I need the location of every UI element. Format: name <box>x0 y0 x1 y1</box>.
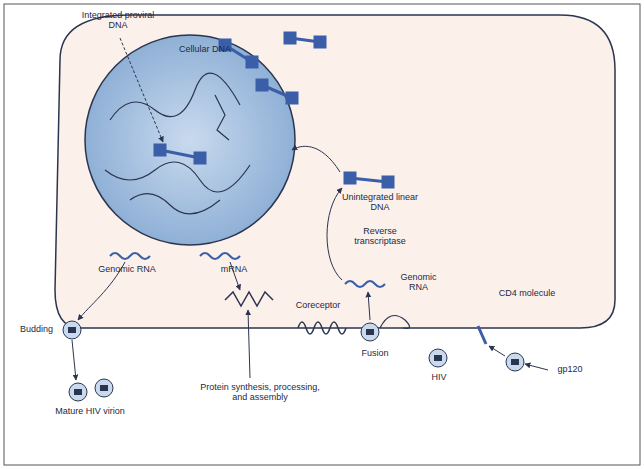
part-label: Integrated proviral DNA <box>78 10 158 31</box>
process-arrows <box>72 38 548 380</box>
part-label: gp120 <box>550 364 590 374</box>
protein-chain <box>225 292 273 306</box>
part-label: CD4 molecule <box>492 288 562 298</box>
part-label: Coreceptor <box>288 300 348 310</box>
part-label: Unintegrated linear DNA <box>340 192 420 213</box>
part-label: Cellular DNA <box>170 44 240 54</box>
part-label: Budding <box>14 324 59 334</box>
fusion-loop <box>380 316 410 329</box>
coreceptor-symbol <box>298 322 346 334</box>
part-label: Mature HIV virion <box>40 406 140 416</box>
frame <box>4 4 640 465</box>
cell-membrane <box>55 15 615 328</box>
part-label: Protein synthesis, processing, and assem… <box>200 382 320 403</box>
chromatin <box>105 73 250 214</box>
part-label: Reverse transcriptase <box>340 226 420 247</box>
part-label: mRNA <box>214 264 254 274</box>
part-label: Genomic RNA <box>92 264 162 274</box>
part-label: Fusion <box>350 348 400 358</box>
part-label: HIV <box>424 372 454 382</box>
part-label: Genomic RNA <box>396 272 441 293</box>
cd4-symbol <box>478 326 486 344</box>
nucleus <box>85 35 295 245</box>
dna-dumbbells <box>154 32 394 188</box>
